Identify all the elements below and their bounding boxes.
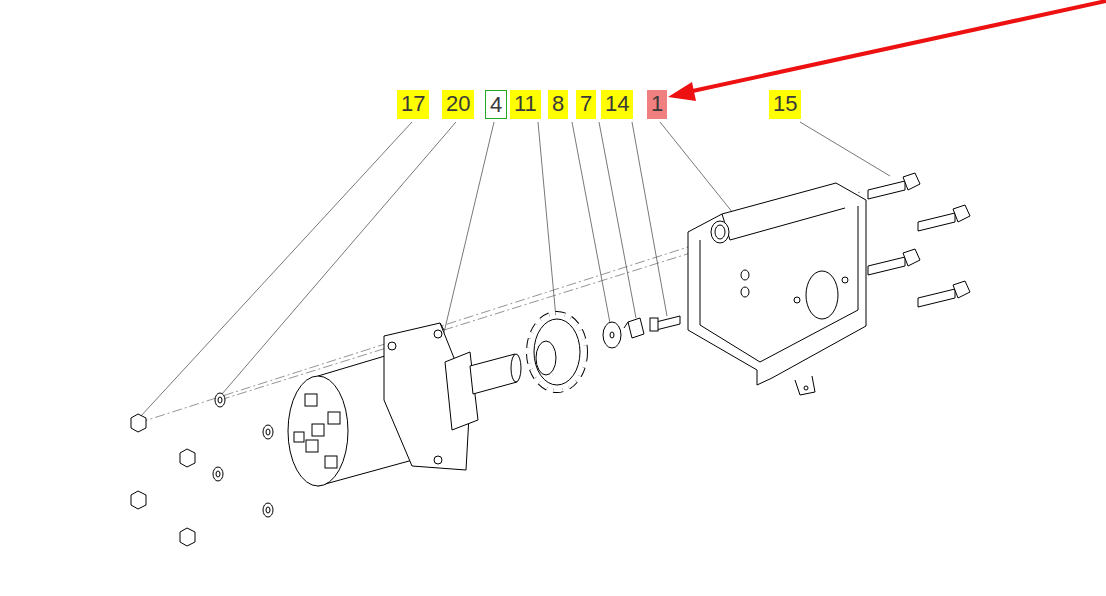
callout-number: 14 xyxy=(601,90,633,119)
callout-number: 17 xyxy=(397,90,429,119)
callout-number: 20 xyxy=(442,90,474,119)
red-arrow xyxy=(668,1,1106,101)
callout-number: 11 xyxy=(510,90,541,119)
callout-number: 15 xyxy=(769,90,801,119)
callout-number: 8 xyxy=(548,90,568,119)
parts xyxy=(131,173,970,546)
callout-number: 7 xyxy=(576,90,596,119)
callout-number: 1 xyxy=(647,90,667,119)
callout-number: 4 xyxy=(485,90,507,119)
leader-lines xyxy=(140,122,890,417)
